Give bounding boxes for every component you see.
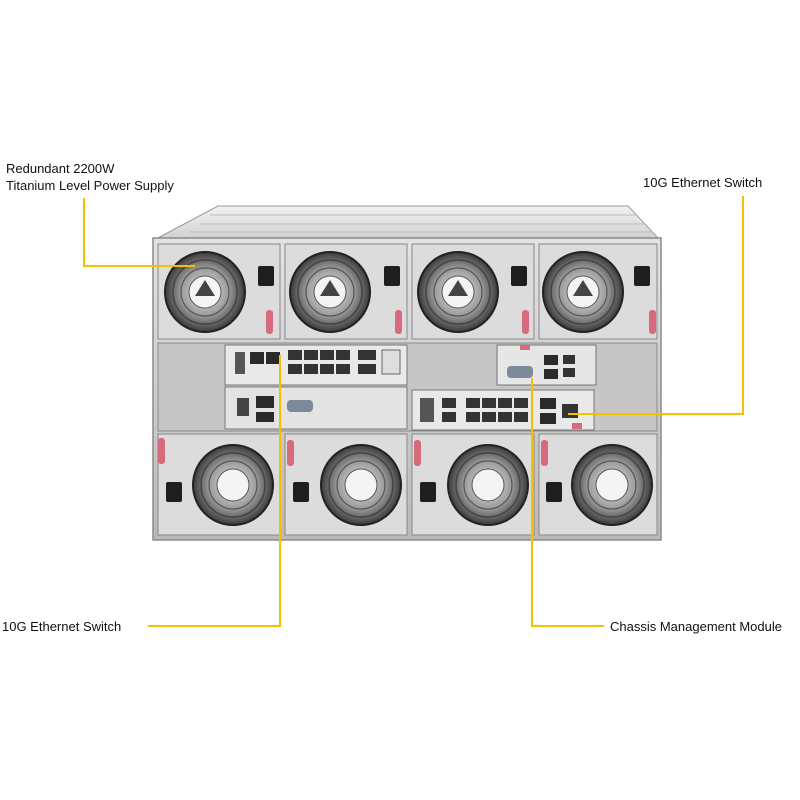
psu-top-2 [284, 243, 408, 340]
label-ethernet-switch-bottom: 10G Ethernet Switch [2, 619, 122, 634]
psu-bottom-1 [157, 433, 281, 536]
label-power-supply-line2: Titanium Level Power Supply [6, 178, 174, 193]
chassis-top [153, 205, 662, 241]
psu-bottom-4 [538, 433, 658, 536]
chassis-management-module [496, 344, 597, 386]
label-power-supply-line1: Redundant 2200W [6, 161, 115, 176]
label-ethernet-switch-top: 10G Ethernet Switch [643, 175, 763, 190]
label-chassis-management-module: Chassis Management Module [610, 619, 782, 634]
callout-line-power-supply [83, 198, 195, 267]
callout-line-ethernet-switch-top [568, 196, 744, 415]
switch-module-right [411, 389, 595, 431]
psu-top-4 [538, 243, 658, 340]
label-power-supply: Redundant 2200W Titanium Level Power Sup… [6, 160, 174, 194]
psu-bottom-3 [411, 433, 535, 536]
callout-lines [83, 196, 744, 627]
callout-line-cmm [531, 378, 604, 627]
callout-line-ethernet-switch-bottom [148, 355, 281, 627]
chassis-top-ridges [190, 214, 653, 233]
psu-top-1 [157, 243, 281, 340]
psu-top-3 [411, 243, 535, 340]
switch-module-left-lower [224, 386, 408, 430]
psu-bottom-2 [284, 433, 408, 536]
switch-module-left [224, 344, 408, 386]
